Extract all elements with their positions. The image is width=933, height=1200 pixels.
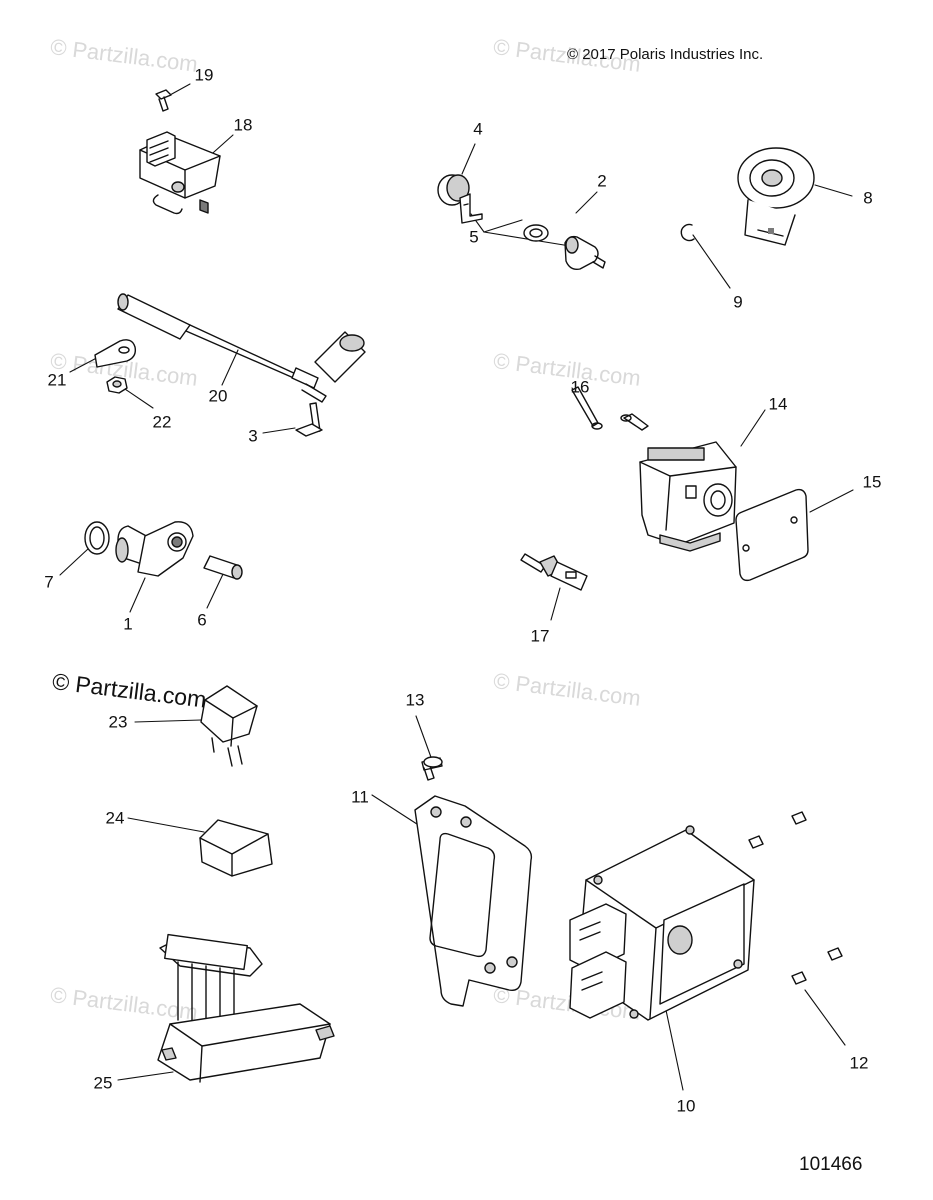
callout-13: 13 [405,690,425,710]
part-17-temp-sensor [520,553,588,591]
callout-15: 15 [862,472,882,492]
part-13-bolt [421,756,443,781]
part-23-relay [200,685,258,767]
part-20-speed-sensor [117,293,366,403]
callout-24: 24 [105,808,125,828]
part-24-relay [199,819,273,877]
part-21-clamp [94,339,137,368]
part-11-bracket [414,795,533,1007]
part-19-bolt [155,89,172,112]
part-16-screws [571,386,649,431]
callout-18: 18 [233,115,253,135]
part-5-sensor-kit [459,193,606,271]
copyright-notice: © 2017 Polaris Industries Inc. [567,46,764,63]
callout-2: 2 [597,171,607,191]
callout-4: 4 [473,119,483,139]
callout-22: 22 [152,412,172,432]
callout-14: 14 [768,394,788,414]
callout-25: 25 [93,1073,113,1093]
part-15-gasket [735,488,809,582]
part-1-cam-sensor [115,521,194,577]
part-7-o-ring [84,521,110,555]
callout-8: 8 [863,188,873,208]
part-9-retaining-ring [680,223,695,242]
part-8-knock-sensor [737,147,815,246]
callout-16: 16 [570,377,590,397]
part-18-map-sensor [139,131,221,215]
callout-6: 6 [197,610,207,630]
part-14-housing [639,441,737,552]
callout-9: 9 [733,292,743,312]
callout-1: 1 [123,614,133,634]
callout-20: 20 [208,386,228,406]
callout-7: 7 [44,572,54,592]
callout-3: 3 [248,426,258,446]
part-22-nut [106,376,128,394]
callout-12: 12 [849,1053,869,1073]
callout-5: 5 [469,227,479,247]
diagram-number: 101466 [799,1154,863,1175]
callout-21: 21 [47,370,67,390]
part-6-dowel [203,555,243,580]
callout-19: 19 [194,65,214,85]
callout-23: 23 [108,712,128,732]
part-3-bolt [295,402,323,437]
part-25-module [157,933,335,1083]
callout-17: 17 [530,626,550,646]
callout-10: 10 [676,1096,696,1116]
callout-11: 11 [351,787,369,807]
part-12-screws [748,811,843,985]
part-4-plug [437,174,470,206]
part-10-ecu [569,825,755,1021]
